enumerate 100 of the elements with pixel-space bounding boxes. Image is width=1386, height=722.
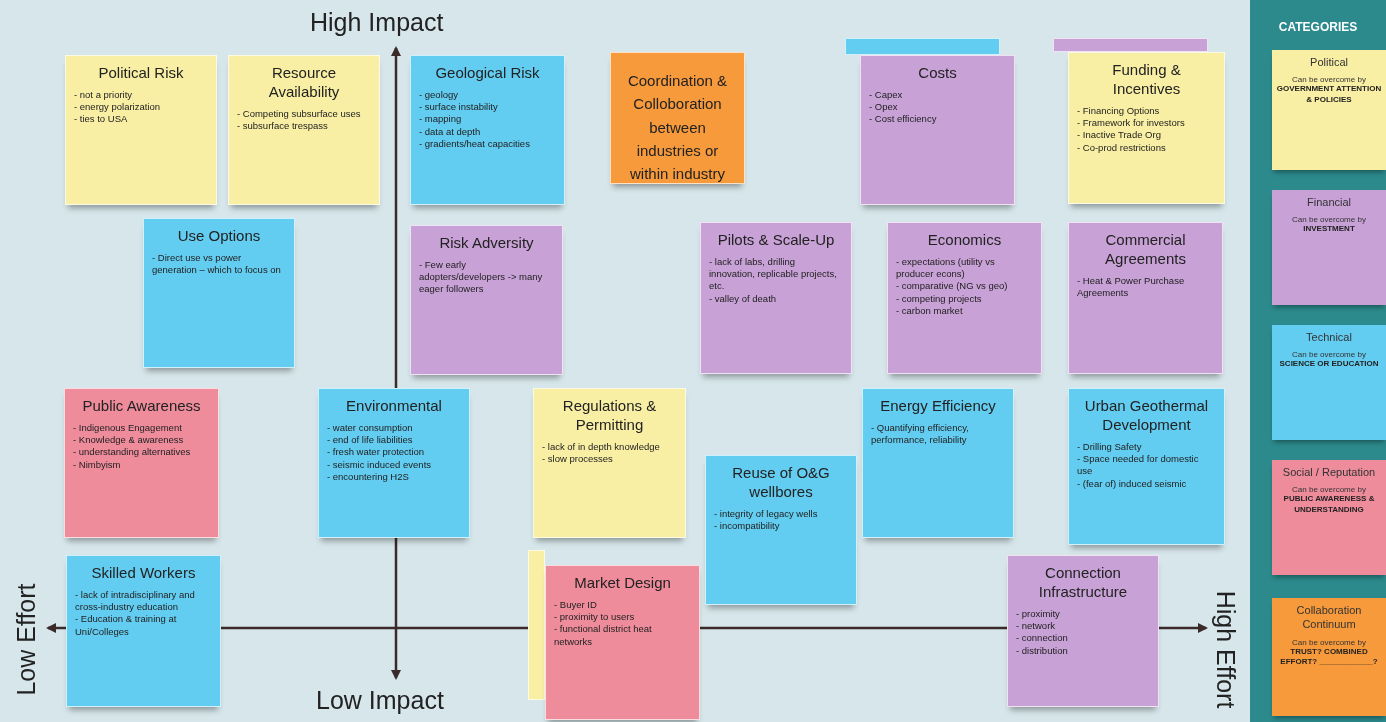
note-text: - mapping — [419, 113, 463, 126]
note-text: - slow processes — [542, 452, 614, 466]
category-text: PUBLIC AWARENESS & UNDERSTANDING — [1282, 494, 1376, 516]
note-text: - lack of in depth knowledge — [542, 440, 661, 453]
note-text: - expectations (utility vs producer econs) — [896, 255, 996, 281]
category-title: Financial — [1306, 195, 1352, 210]
note-text: - connection — [1016, 632, 1069, 645]
note-text: - Space needed for domestic use — [1077, 452, 1200, 478]
note-text: - distribution — [1016, 644, 1069, 657]
axis-label: Low Effort — [11, 583, 41, 696]
sticky-note — [1068, 222, 1223, 374]
note-title: Political Risk — [97, 64, 185, 83]
note-text: - proximity to users — [554, 611, 636, 624]
category-text: Can be overcome by — [1291, 485, 1367, 495]
note-text: - Knowledge & awareness — [73, 434, 185, 447]
note-title: Risk Adversity — [438, 234, 535, 253]
note-text: - Cost efficiency — [869, 113, 938, 126]
category-text: Can be overcome by — [1291, 215, 1367, 225]
note-text: - competing projects — [896, 292, 983, 306]
sticky-note — [65, 55, 217, 205]
note-text: - lack of intradisciplinary and cross-industry education — [75, 588, 196, 614]
category-text: Can be overcome by — [1291, 350, 1367, 360]
note-text: - not a priority — [74, 88, 134, 102]
note-text: - end of life liabilities — [327, 434, 414, 447]
sticky-note — [228, 55, 380, 205]
note-title: Urban Geothermal Development — [1083, 397, 1210, 435]
note-text: - network — [1016, 619, 1057, 633]
note-text: - Nimbyism — [73, 458, 122, 472]
category-title: Collaboration Continuum — [1295, 603, 1363, 632]
note-text: - Quantifying efficiency, performance, reliability — [871, 421, 970, 447]
sticky-note — [533, 388, 686, 538]
note-text: - understanding alternatives — [73, 446, 192, 459]
sidebar-panel — [1250, 0, 1386, 722]
sticky-note — [143, 218, 295, 368]
sticky-note — [410, 55, 565, 205]
axis-label: High Impact — [310, 8, 444, 37]
category-card — [1272, 325, 1386, 440]
axis-label: High Effort — [1211, 590, 1241, 709]
sticky-note — [705, 455, 857, 605]
sticky-note — [862, 388, 1014, 538]
note-text: - Framework for investors — [1077, 116, 1186, 130]
note-text: - water consumption — [327, 421, 414, 435]
category-text: SCIENCE OR EDUCATION — [1278, 359, 1380, 371]
category-text: GOVERNMENT ATTENTION & POLICIES — [1275, 84, 1383, 106]
note-text: - geology — [419, 88, 460, 102]
category-card — [1272, 598, 1386, 716]
sticky-note — [1068, 52, 1225, 204]
note-text: - Drilling Safety — [1077, 440, 1143, 453]
note-text: - proximity — [1016, 607, 1061, 620]
note-text: - fresh water protection — [327, 446, 426, 459]
note-text: - valley of death — [709, 292, 778, 306]
note-text: - Indigenous Engagement — [73, 421, 183, 435]
note-text: - subsurface trespass — [237, 119, 329, 133]
sticky-note — [610, 52, 745, 184]
sticky-note — [318, 388, 470, 538]
sticky-note — [410, 225, 563, 375]
note-text: - Buyer ID — [554, 598, 598, 612]
note-title: Coordination & Colloboration between industries or within industry — [626, 71, 729, 184]
note-text: - gradients/heat capacities — [419, 138, 531, 151]
note-title: Funding & Incentives — [1111, 61, 1182, 99]
note-text: - Education & training at Uni/Colleges — [75, 613, 178, 639]
note-title: Economics — [926, 231, 1003, 250]
sticky-note — [545, 565, 700, 720]
note-text: - energy polarization — [74, 101, 162, 114]
category-card — [1272, 50, 1386, 170]
note-text: - lack of labs, drilling innovation, replicable projects, etc. — [709, 255, 838, 293]
note-title: Skilled Workers — [90, 564, 197, 583]
note-text: - integrity of legacy wells — [714, 507, 819, 520]
sticky-note — [64, 388, 219, 538]
note-title: Reuse of O&G wellbores — [731, 464, 831, 502]
note-title: Geological Risk — [434, 64, 541, 83]
note-text: - Financing Options — [1077, 104, 1161, 117]
note-title: Commercial Agreements — [1104, 231, 1187, 269]
category-card — [1272, 460, 1386, 575]
category-title: Social / Reputation — [1281, 465, 1377, 480]
sticky-note — [860, 55, 1015, 205]
note-text: - carbon market — [896, 305, 964, 318]
blank-sticky-note — [1053, 38, 1208, 52]
note-text: - comparative (NG vs geo) — [896, 280, 1009, 293]
note-title: Use Options — [176, 227, 262, 246]
note-text: - Opex — [869, 101, 899, 114]
note-text: - encountering H2S — [327, 471, 410, 484]
sticky-note — [887, 222, 1042, 374]
note-text: - data at depth — [419, 125, 482, 139]
note-text: - surface instability — [419, 101, 499, 114]
note-title: Energy Efficiency — [879, 397, 997, 416]
note-text: - Competing subsurface uses — [237, 107, 362, 120]
blank-sticky-note — [845, 38, 1000, 55]
sticky-note — [66, 555, 221, 707]
axis-label: Low Impact — [316, 686, 444, 715]
note-text: - Inactive Trade Org — [1077, 129, 1162, 142]
note-title: Public Awareness — [81, 397, 202, 416]
category-text: Can be overcome by — [1291, 75, 1367, 85]
category-text: TRUST? COMBINED EFFORT? ____________? — [1279, 646, 1379, 669]
blank-sticky-note — [528, 550, 545, 700]
note-title: Costs — [917, 64, 958, 83]
category-title: Political — [1309, 55, 1349, 70]
note-text: - Capex — [869, 88, 904, 102]
note-text: - ties to USA — [74, 113, 129, 126]
category-text: Can be overcome by — [1291, 637, 1366, 647]
